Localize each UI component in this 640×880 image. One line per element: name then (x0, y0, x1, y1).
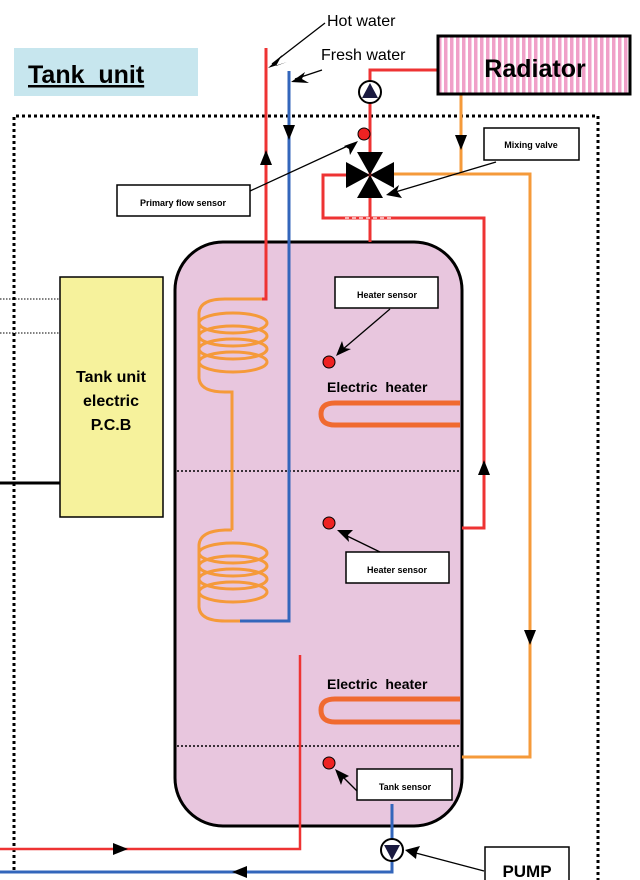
return-flow-arrow (232, 866, 247, 878)
heating-return-arrow (524, 630, 536, 645)
tank-bottom-outlet-pipe (0, 655, 302, 851)
tank-sensor-label: Tank sensor (379, 782, 432, 792)
page-title: Tank unit (28, 61, 145, 89)
electric-heater-bottom-element (318, 696, 460, 725)
mixing-valve-icon (346, 152, 394, 198)
lower-heat-coil (197, 528, 269, 623)
heater-sensor-top-dot (322, 355, 336, 369)
heater-sensor-mid-label: Heater sensor (367, 565, 428, 575)
primary-flow-sensor-callout (116, 184, 251, 217)
fresh-water-leader-arrowhead (291, 72, 309, 83)
circulation-pump-top (358, 80, 382, 104)
pcb-label-line3: P.C.B (91, 417, 132, 434)
pcb-label-line1: Tank unit (76, 369, 147, 386)
mixing-valve-leader-arrowhead (386, 185, 402, 198)
title-box: Tank unit (14, 48, 198, 96)
tank-sensor-leader-arrowhead (335, 769, 349, 785)
pcb-box: Tank unit electric P.C.B (59, 276, 164, 518)
radiator-return-arrow (455, 135, 467, 150)
tank-heating-return-pipe (461, 172, 532, 759)
mixing-valve-leader (391, 161, 497, 194)
mixing-bypass-pipe (321, 173, 486, 530)
radiator-return-pipe (384, 95, 463, 176)
tank-sensor-dot (322, 756, 336, 770)
upper-heat-coil (197, 297, 269, 530)
hot-water-flow-arrow (260, 150, 272, 165)
bypass-flow-arrow (478, 460, 490, 475)
primary-flow-sensor-dot (357, 127, 371, 141)
pump-leader-arrowhead (405, 846, 420, 859)
hot-water-pipe (262, 48, 268, 301)
tank-sensor-callout (356, 768, 453, 801)
pcb-label-line2: electric (83, 393, 139, 410)
primary-flow-sensor-label: Primary flow sensor (140, 198, 227, 208)
heater-sensor-top-callout (334, 276, 439, 309)
pump-icon (380, 838, 404, 862)
fresh-water-flow-arrow (283, 125, 295, 140)
pump-callout (484, 846, 570, 880)
fresh-water-label: Fresh water (321, 47, 406, 64)
heater-sensor-mid-dot (322, 516, 336, 530)
heater-sensor-top-label: Heater sensor (357, 290, 418, 300)
radiator-label: Radiator (484, 55, 586, 83)
heater-sensor-mid-leader-arrowhead (337, 530, 353, 542)
hot-water-leader (271, 22, 326, 65)
tank-body (173, 240, 464, 828)
pump-return-pipe (0, 804, 394, 874)
hot-water-label: Hot water (327, 13, 396, 30)
heater-sensor-top-leader-arrowhead (336, 341, 351, 356)
heater-sensor-top-leader (341, 308, 391, 351)
electric-heater-bottom-label: Electric heater (327, 676, 428, 692)
primary-flow-sensor-leader (249, 143, 353, 192)
fresh-water-pipe (240, 71, 291, 623)
primary-flow-sensor-leader-arrowhead (344, 141, 358, 155)
pump-label: PUMP (502, 862, 551, 880)
pump-leader (411, 851, 485, 872)
outlet-flow-arrow (113, 843, 128, 855)
electric-heater-top-element (318, 400, 460, 428)
heater-sensor-mid-callout (345, 551, 450, 584)
unit-boundary (12, 114, 600, 880)
mixing-valve-callout (483, 127, 580, 161)
radiator: Radiator (436, 34, 632, 96)
hot-water-leader-arrowhead (268, 55, 287, 68)
mixing-valve-label: Mixing valve (504, 140, 558, 150)
electric-heater-top-label: Electric heater (327, 379, 428, 395)
heater-sensor-mid-leader (342, 533, 381, 553)
